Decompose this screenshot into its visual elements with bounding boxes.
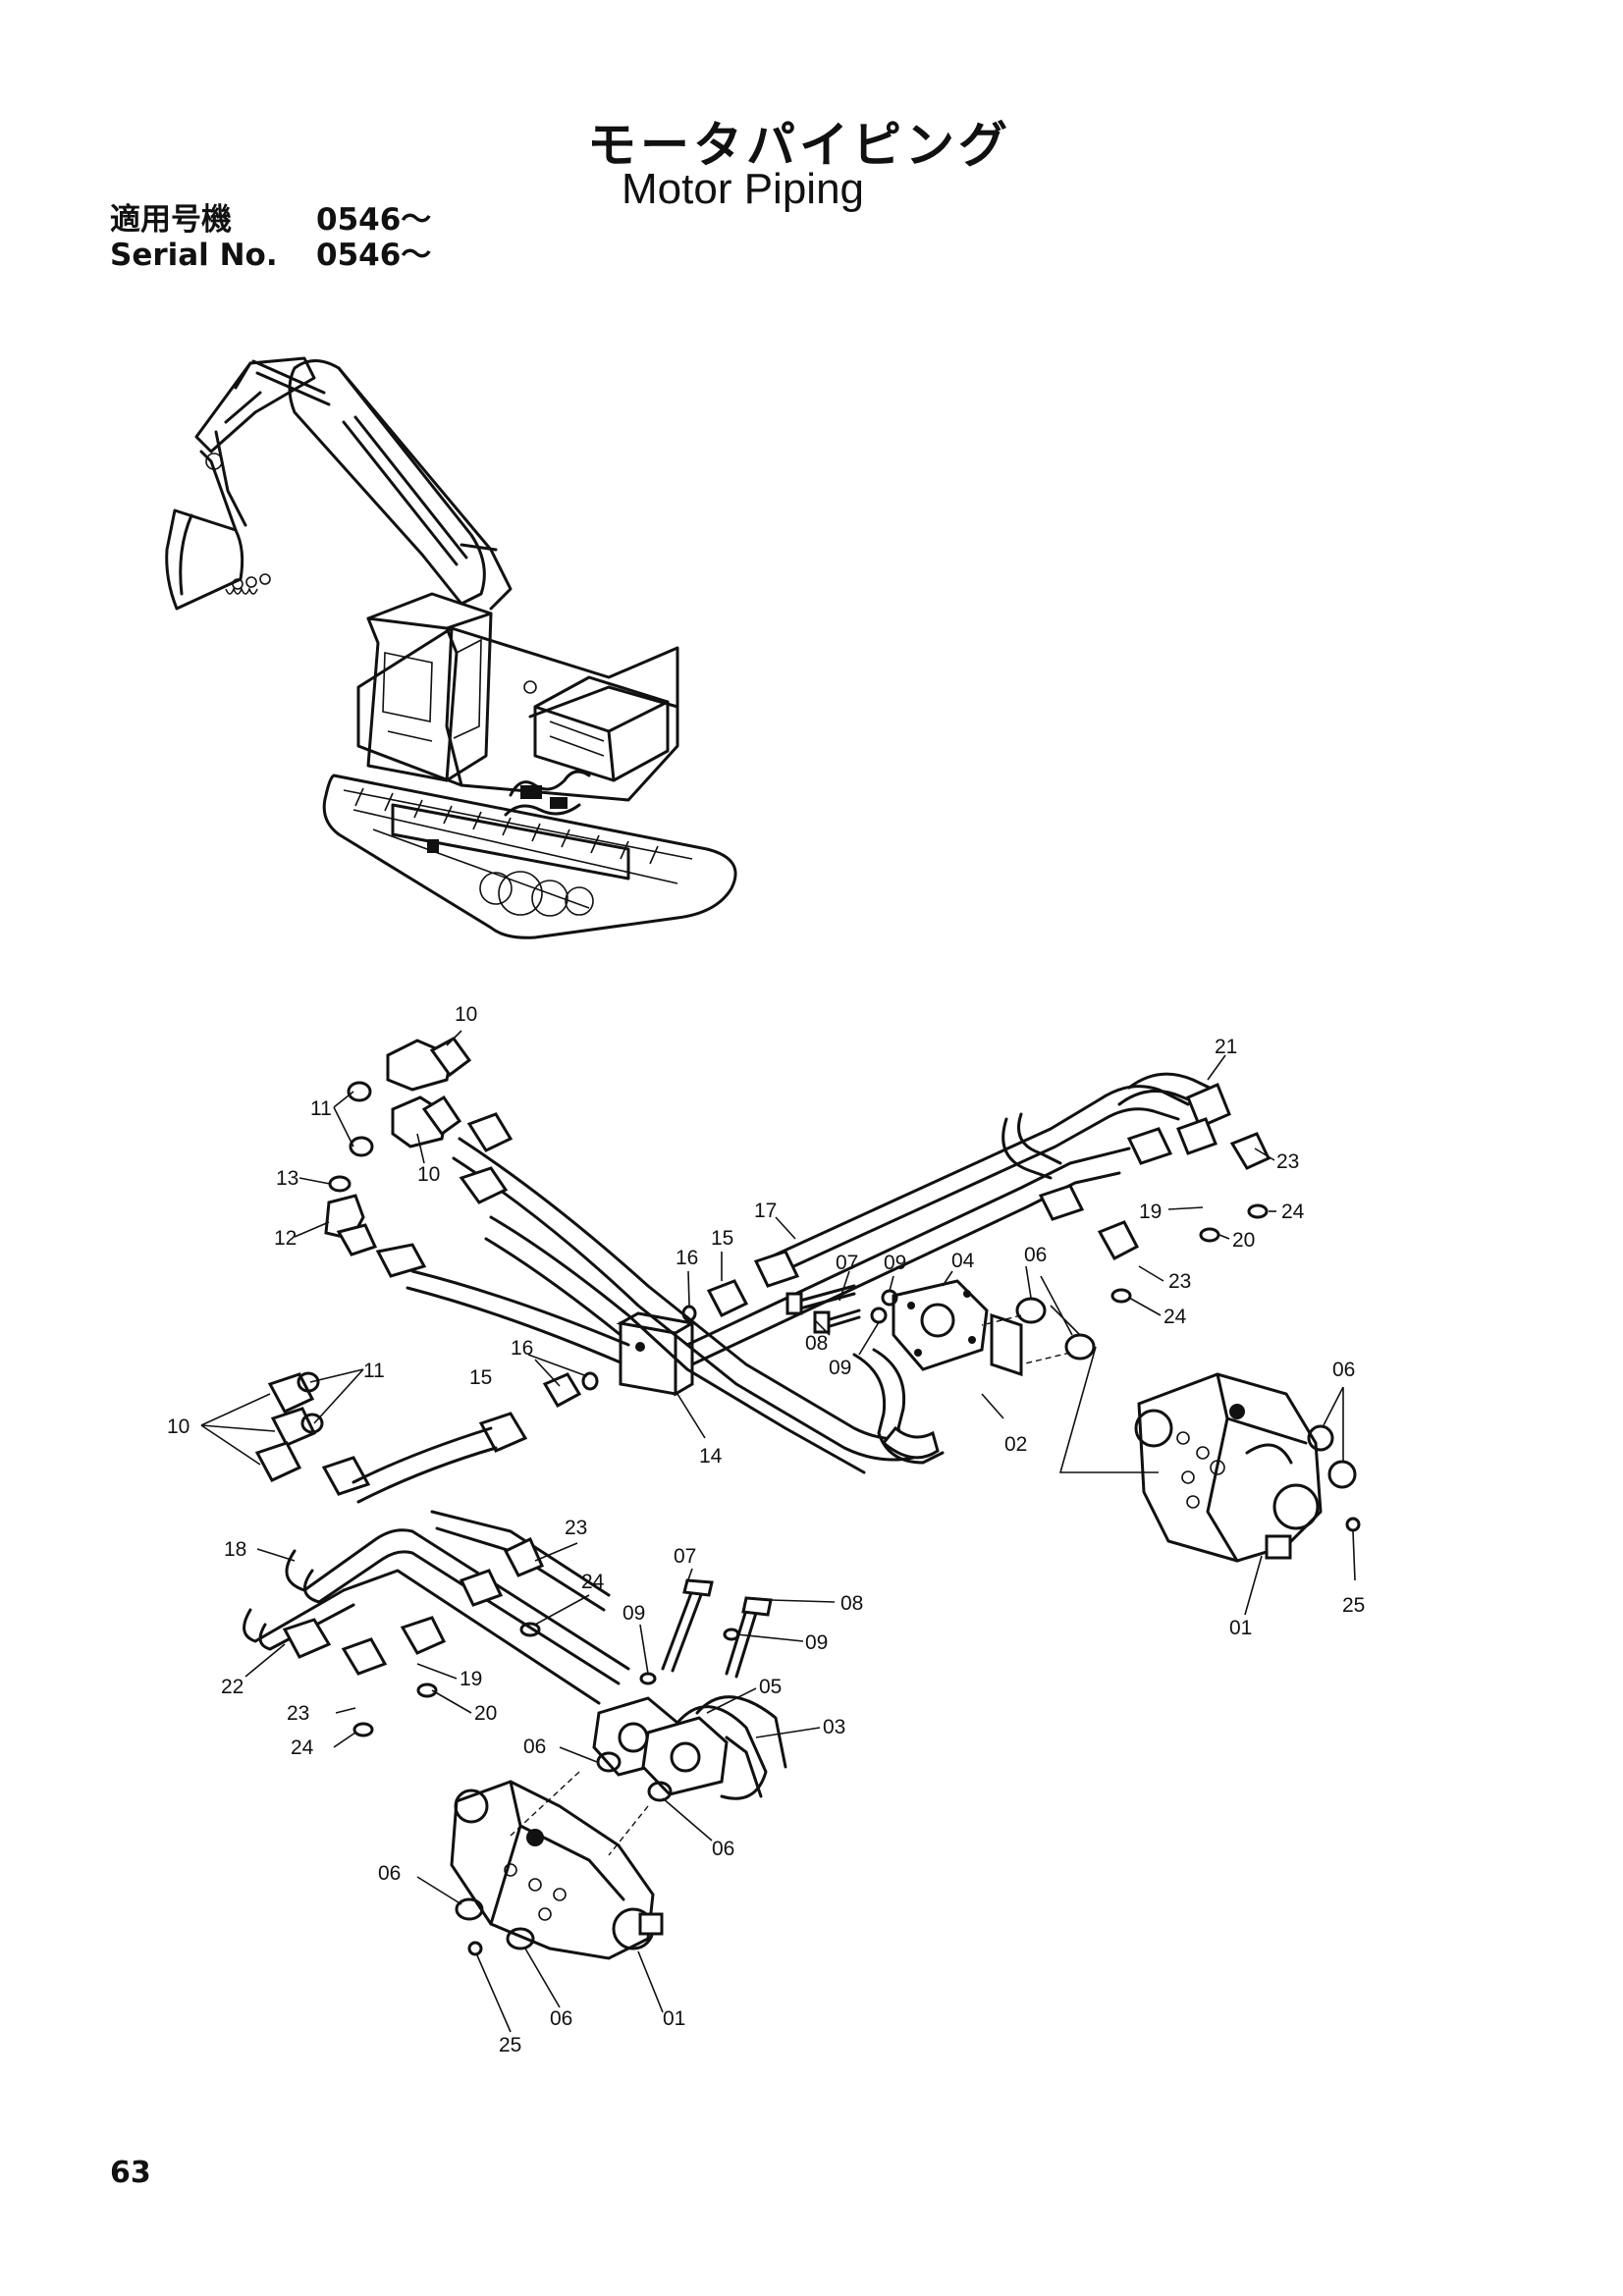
callout-03: 03 [823, 1716, 845, 1738]
callout-leader-lines [200, 1030, 1356, 2033]
callout-10c: 10 [167, 1415, 189, 1438]
callout-24b: 24 [1163, 1306, 1187, 1328]
callout-15a: 15 [711, 1227, 733, 1250]
callout-09d: 09 [622, 1602, 645, 1625]
callout-06d: 06 [712, 1838, 734, 1860]
callout-07b: 07 [674, 1545, 696, 1568]
callout-01a: 01 [1229, 1617, 1252, 1639]
callout-06c: 06 [523, 1735, 546, 1758]
serial-label-jp: 適用号機 [110, 202, 232, 238]
callout-06e: 06 [378, 1862, 401, 1885]
callout-09a: 09 [884, 1252, 906, 1274]
callout-15b: 15 [469, 1366, 492, 1389]
callout-16b: 16 [511, 1337, 533, 1360]
callout-18: 18 [224, 1538, 246, 1561]
callout-02: 02 [1004, 1433, 1027, 1456]
callout-23a: 23 [1276, 1150, 1299, 1173]
callout-06b: 06 [1332, 1359, 1355, 1381]
hydraulic-motor-lower [450, 1780, 664, 1960]
callout-08a: 08 [805, 1332, 828, 1355]
callout-17: 17 [754, 1200, 777, 1222]
callout-labels: 10 11 10 13 12 16 15 17 07 09 04 08 09 0… [167, 1003, 1365, 2056]
callout-12: 12 [274, 1227, 297, 1250]
callout-23c: 23 [565, 1517, 587, 1539]
title-japanese: モータパイピング [587, 117, 1011, 174]
serial-row-en: Serial No. 0546～ [110, 230, 431, 274]
callout-16a: 16 [676, 1247, 698, 1269]
hydraulic-motor-right [1134, 1372, 1323, 1563]
callout-24a: 24 [1281, 1201, 1305, 1223]
callout-24d: 24 [291, 1736, 314, 1759]
callout-08b: 08 [840, 1592, 863, 1615]
elbow-fittings-upper-left [324, 1037, 514, 1278]
callout-10b: 10 [417, 1163, 440, 1186]
callout-22: 22 [221, 1676, 243, 1698]
excavator-illustration [165, 356, 737, 939]
callout-13: 13 [276, 1167, 298, 1190]
serial-value-jp: 0546～ [316, 202, 432, 238]
piping-exploded-view: 10 11 10 13 12 16 15 17 07 09 04 08 09 0… [167, 1003, 1365, 2056]
serial-label-en: Serial No. [110, 238, 278, 273]
callout-19a: 19 [1139, 1201, 1162, 1223]
callout-19b: 19 [460, 1668, 482, 1690]
callout-04: 04 [951, 1250, 975, 1272]
callout-06f: 06 [550, 2007, 572, 2030]
callout-10a: 10 [455, 1003, 477, 1026]
callout-25a: 25 [1342, 1594, 1365, 1617]
callout-05: 05 [759, 1676, 782, 1698]
callout-24c: 24 [581, 1571, 605, 1593]
callout-23d: 23 [287, 1702, 309, 1725]
page-number: 63 [110, 2156, 151, 2190]
callout-11a: 11 [310, 1097, 332, 1120]
junction-block-14 [616, 1311, 697, 1397]
elbow-fittings-lower-left [254, 1371, 528, 1496]
callout-21: 21 [1215, 1036, 1237, 1058]
callout-09b: 09 [829, 1357, 851, 1379]
callout-20b: 20 [474, 1702, 497, 1725]
callout-20a: 20 [1232, 1229, 1255, 1252]
callout-25b: 25 [499, 2034, 521, 2056]
callout-06a: 06 [1024, 1244, 1047, 1266]
callout-01b: 01 [663, 2007, 685, 2030]
callout-07a: 07 [836, 1252, 858, 1274]
callout-14: 14 [699, 1445, 723, 1468]
title-english: Motor Piping [622, 165, 865, 213]
callout-09c: 09 [805, 1631, 828, 1654]
serial-row-jp: 適用号機 0546～ [110, 194, 431, 239]
serial-value-en: 0546～ [316, 238, 432, 273]
callout-11b: 11 [363, 1360, 385, 1382]
callout-23b: 23 [1168, 1270, 1191, 1293]
